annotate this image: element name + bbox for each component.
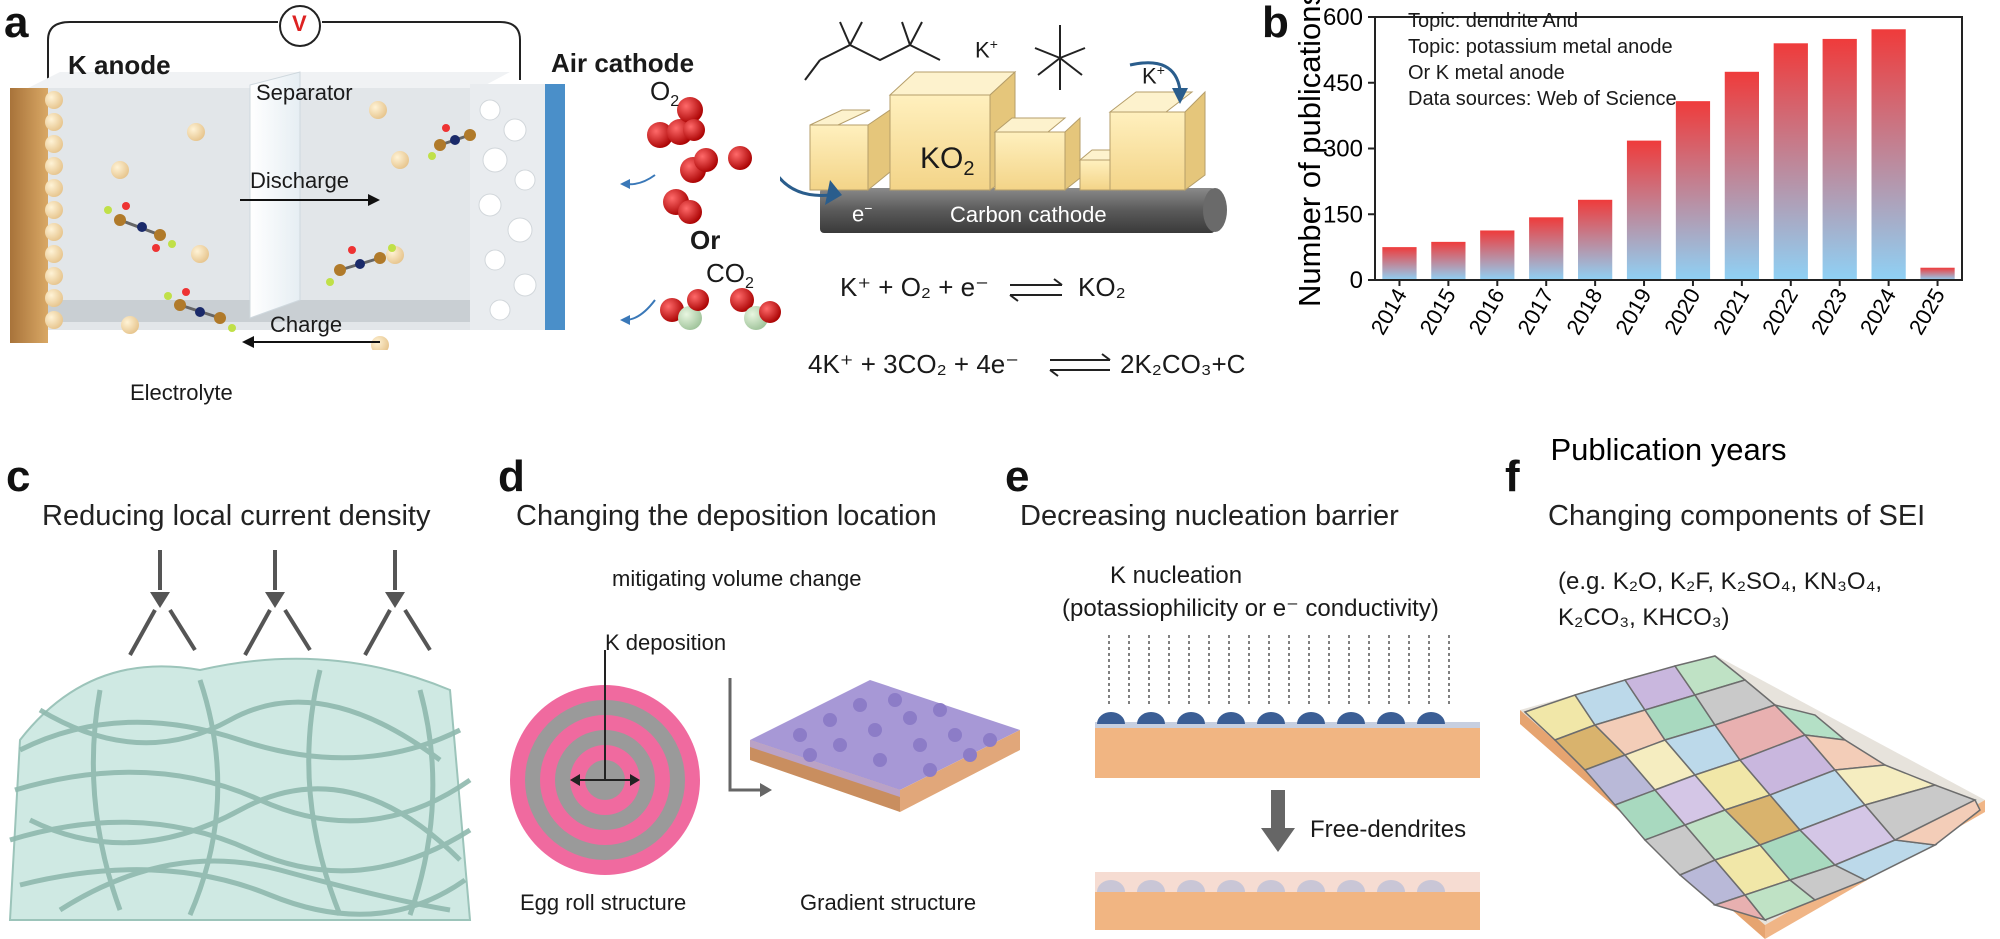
panel-e-title: Decreasing nucleation barrier: [1020, 500, 1399, 532]
discharge-label: Discharge: [250, 168, 350, 193]
k-plus-label-2: K+: [1142, 62, 1165, 89]
battery-schematic: [10, 5, 781, 350]
electrolyte-label: Electrolyte: [130, 380, 233, 405]
air-cathode-block: [545, 84, 565, 330]
x-tick-label: 2018: [1561, 284, 1607, 339]
panel-label-e: e: [1005, 452, 1030, 501]
x-tick-label: 2014: [1366, 284, 1412, 339]
y-tick-label: 150: [1323, 201, 1363, 228]
or-label: Or: [690, 225, 721, 255]
deposition-illustration: [510, 650, 1020, 875]
bar-2019: [1626, 140, 1662, 280]
ko2-cathode-scheme: [780, 21, 1227, 377]
bar-2016: [1480, 230, 1515, 280]
separator-label: Separator: [256, 80, 353, 105]
equation-2-right: 2K₂CO₃+C: [1120, 349, 1246, 379]
fiber-network-illustration: [8, 550, 472, 921]
x-tick-label: 2020: [1659, 284, 1705, 339]
anion-molecule-2: [164, 288, 236, 332]
panel-d-subtitle: mitigating volume change: [612, 566, 862, 591]
anion-molecule-4: [428, 124, 476, 160]
panel-d-title: Changing the deposition location: [516, 500, 937, 532]
bar-2023: [1822, 38, 1857, 280]
panel-f-title: Changing components of SEI: [1548, 500, 1926, 532]
panel-c-title: Reducing local current density: [42, 500, 431, 532]
panel-label-c: c: [6, 452, 31, 501]
chart-legend: Topic: dendrite And Topic: potassium met…: [1408, 8, 1677, 112]
nucleation-detail-label: (potassiophilicity or e⁻ conductivity): [1062, 595, 1439, 622]
co2-molecules: [660, 288, 781, 330]
bar-2017: [1529, 217, 1564, 280]
egg-roll-label: Egg roll structure: [520, 890, 687, 915]
panel-label-f: f: [1505, 452, 1520, 501]
voltmeter-icon: [279, 5, 321, 47]
sei-components-line1: (e.g. K₂O, K₂F, K₂SO₄, KN₃O₄,: [1558, 568, 1883, 595]
panel-label-a: a: [4, 0, 29, 47]
panel-label-b: b: [1262, 0, 1289, 47]
bar-2024: [1871, 29, 1906, 281]
x-tick-label: 2019: [1610, 284, 1656, 339]
gradient-structure-label: Gradient structure: [800, 890, 977, 915]
equation-2-left: 4K⁺ + 3CO₂ + 4e⁻: [808, 349, 1019, 379]
x-tick-label: 2015: [1415, 284, 1461, 339]
bar-2014: [1382, 247, 1417, 280]
x-tick-label: 2017: [1512, 284, 1558, 339]
egg-roll-structure: [510, 650, 700, 875]
anion-molecule-3: [326, 244, 396, 286]
x-tick-label: 2024: [1855, 284, 1901, 339]
y-tick-label: 450: [1323, 70, 1363, 97]
bar-2015: [1431, 241, 1466, 280]
bar-2021: [1724, 71, 1759, 281]
legend-line: Topic: potassium metal anode: [1408, 36, 1673, 58]
panel-label-d: d: [498, 452, 525, 501]
legend-line: Topic: dendrite And: [1408, 10, 1579, 32]
sei-components-line2: K₂CO₃, KHCO₃): [1558, 604, 1730, 631]
o2-molecules: [647, 97, 752, 224]
air-cathode-label: Air cathode: [551, 48, 695, 78]
k-plus-label-1: K+: [975, 36, 998, 63]
legend-line: Data sources: Web of Science: [1408, 88, 1677, 110]
electron-label: e−: [852, 200, 873, 227]
o2-label: O2: [650, 76, 680, 111]
ko2-box-label: KO2: [920, 142, 975, 180]
carbon-cathode-rod: [820, 188, 1215, 233]
k-anode-label: K anode: [68, 50, 171, 80]
equilibrium-arrow-1: [1009, 278, 1063, 302]
k-anode-block: [10, 88, 48, 343]
x-tick-label: 2022: [1757, 284, 1803, 339]
pf6-structure: [1034, 25, 1086, 90]
equilibrium-arrow-2: [1049, 353, 1111, 377]
gradient-structure: [750, 680, 1020, 812]
sei-mosaic-illustration: [1520, 655, 1985, 939]
free-dendrites-label: Free-dendrites: [1310, 816, 1467, 843]
x-axis-label: Publication years: [1550, 432, 1786, 467]
anion-molecule-1: [104, 202, 176, 252]
y-tick-label: 0: [1350, 267, 1363, 294]
charge-label: Charge: [270, 312, 343, 337]
y-tick-label: 600: [1323, 4, 1363, 31]
equation-1-right: KO₂: [1078, 272, 1126, 302]
y-tick-label: 300: [1323, 136, 1363, 163]
carbon-cathode-label: Carbon cathode: [950, 202, 1107, 227]
legend-line: Or K metal anode: [1408, 62, 1565, 84]
k-nucleation-label: K nucleation: [1110, 562, 1243, 589]
x-tick-label: 2021: [1708, 284, 1754, 339]
bar-2025: [1920, 267, 1955, 280]
separator-sheet: [249, 71, 301, 319]
bar-2020: [1675, 101, 1711, 280]
nucleation-illustration: [1095, 635, 1480, 930]
co2-label: CO2: [706, 258, 754, 293]
bar-2018: [1578, 199, 1613, 280]
x-tick-label: 2023: [1806, 284, 1852, 339]
x-tick-label: 2025: [1904, 284, 1950, 339]
bar-2022: [1773, 43, 1808, 280]
tfsi-structure: [804, 21, 941, 81]
y-axis-label: Number of publications: [1292, 0, 1327, 307]
k-deposition-label: K deposition: [605, 630, 727, 655]
equation-1-left: K⁺ + O₂ + e⁻: [840, 272, 989, 302]
voltmeter-label: V: [292, 11, 307, 36]
x-tick-label: 2016: [1463, 284, 1509, 339]
